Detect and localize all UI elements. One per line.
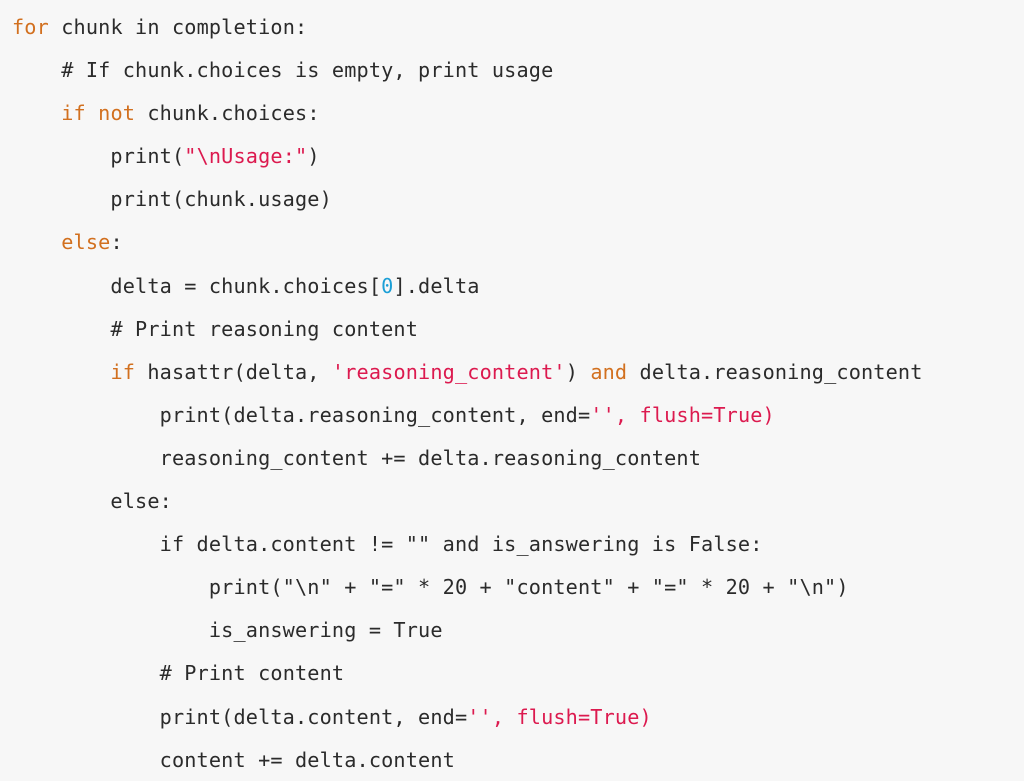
code-token-plain: delta = chunk.choices[ <box>12 273 382 298</box>
code-token-plain: reasoning_content += delta.reasoning_con… <box>12 445 702 470</box>
code-line: if delta.content != "" and is_answering … <box>12 529 1024 572</box>
code-token-plain: ) <box>565 359 591 384</box>
code-token-plain: ) <box>307 144 320 169</box>
code-line: # Print reasoning content <box>12 314 1024 357</box>
code-line: print("\nUsage:") <box>12 141 1024 184</box>
code-token-plain: print(chunk.usage) <box>12 187 332 212</box>
code-token-plain <box>12 317 110 341</box>
code-line: delta = chunk.choices[0].delta <box>12 271 1024 314</box>
code-token-comment: # Print content <box>159 661 345 686</box>
code-line: print(chunk.usage) <box>12 184 1024 227</box>
code-token-keyword: else <box>61 230 111 255</box>
code-token-keyword: and <box>590 359 628 384</box>
code-line: reasoning_content += delta.reasoning_con… <box>12 443 1024 486</box>
code-token-plain: chunk.choices: <box>135 101 320 126</box>
code-token-plain: print(delta.content, end= <box>12 704 468 729</box>
code-line: print(delta.reasoning_content, end='', f… <box>12 400 1024 443</box>
code-token-plain <box>12 58 61 82</box>
code-token-string: 'reasoning_content' <box>331 359 566 384</box>
code-token-plain: else: <box>12 489 172 514</box>
code-token-comment: # If chunk.choices is empty, print usage <box>61 58 554 83</box>
code-token-plain: print("\n" + "=" * 20 + "content" + "=" … <box>12 575 849 600</box>
code-token-plain: print(delta.reasoning_content, end= <box>12 402 591 427</box>
code-line: is_answering = True <box>12 615 1024 658</box>
code-token-plain: : <box>110 230 123 255</box>
code-token-plain <box>12 661 160 685</box>
code-line: content += delta.content <box>12 745 1024 781</box>
code-token-plain <box>12 101 61 125</box>
code-line: else: <box>12 486 1024 529</box>
code-line: for chunk in completion: <box>12 12 1024 55</box>
code-line: else: <box>12 227 1024 270</box>
code-lines: for chunk in completion: # If chunk.choi… <box>12 12 1024 781</box>
code-token-plain: hasattr(delta, <box>135 359 332 384</box>
code-token-keyword: for <box>12 15 49 39</box>
code-token-comment: # Print reasoning content <box>110 316 419 341</box>
code-token-plain: is_answering = True <box>12 618 443 643</box>
code-token-string: '', flush=True) <box>590 402 775 427</box>
code-token-plain: delta.reasoning_content <box>627 359 923 384</box>
code-line: if hasattr(delta, 'reasoning_content') a… <box>12 357 1024 400</box>
code-token-plain: ].delta <box>393 273 480 298</box>
code-token-keyword: not <box>98 101 136 126</box>
code-token-plain <box>12 230 61 254</box>
code-token-plain: print( <box>12 144 185 169</box>
code-token-plain: content += delta.content <box>12 747 455 772</box>
code-token-string: '', flush=True) <box>467 704 652 729</box>
code-token-plain <box>12 360 110 384</box>
code-line: # If chunk.choices is empty, print usage <box>12 55 1024 98</box>
code-line: if not chunk.choices: <box>12 98 1024 141</box>
code-token-plain <box>86 101 98 125</box>
code-token-plain: chunk in completion: <box>48 15 308 39</box>
code-token-keyword: if <box>110 359 136 384</box>
code-line: print(delta.content, end='', flush=True) <box>12 702 1024 745</box>
code-token-keyword: if <box>61 101 86 126</box>
code-token-string: "\nUsage:" <box>184 144 308 169</box>
code-token-number: 0 <box>381 273 394 298</box>
code-line: # Print content <box>12 658 1024 701</box>
code-token-plain: if delta.content != "" and is_answering … <box>12 532 763 557</box>
code-line: print("\n" + "=" * 20 + "content" + "=" … <box>12 572 1024 615</box>
